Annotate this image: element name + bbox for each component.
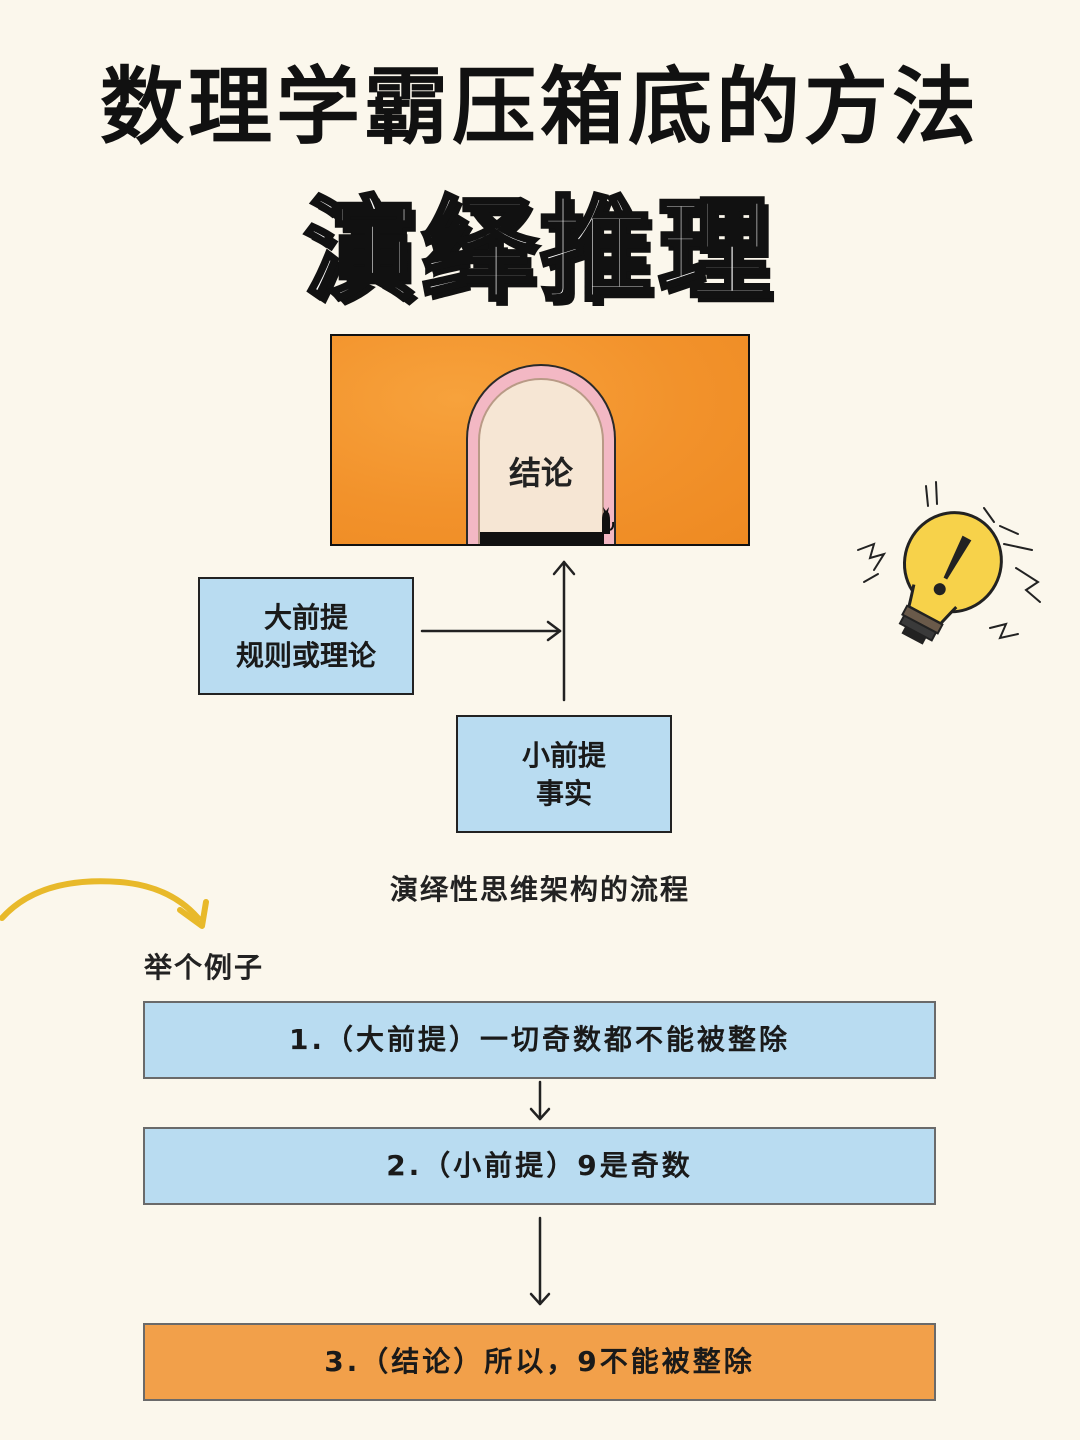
major-premise-title: 大前提 — [263, 601, 348, 634]
minor-premise-detail: 事实 — [535, 777, 592, 810]
lightbulb-icon — [857, 481, 1041, 645]
major-premise-detail: 规则或理论 — [235, 639, 376, 672]
door-threshold — [480, 532, 604, 544]
minor-premise-box: 小前提 事实 — [456, 715, 672, 833]
door-opening — [478, 378, 604, 544]
conclusion-panel: 结论 — [330, 334, 750, 546]
example-step-1: 1.（大前提）一切奇数都不能被整除 — [143, 1001, 936, 1079]
diagram-caption: 演绎性思维架构的流程 — [389, 873, 690, 906]
example-step-3: 3.（结论）所以，9不能被整除 — [143, 1323, 936, 1401]
major-premise-box: 大前提 规则或理论 — [198, 577, 414, 695]
curved-arrow-icon — [0, 878, 209, 929]
example-step-2: 2.（小前提）9是奇数 — [143, 1127, 936, 1205]
cat-icon — [602, 507, 614, 534]
minor-premise-title: 小前提 — [521, 739, 606, 772]
example-label: 举个例子 — [144, 951, 265, 984]
page-subtitle: 演绎推理 — [302, 184, 776, 318]
conclusion-label: 结论 — [508, 454, 573, 492]
page-title: 数理学霸压箱底的方法 — [99, 58, 980, 156]
